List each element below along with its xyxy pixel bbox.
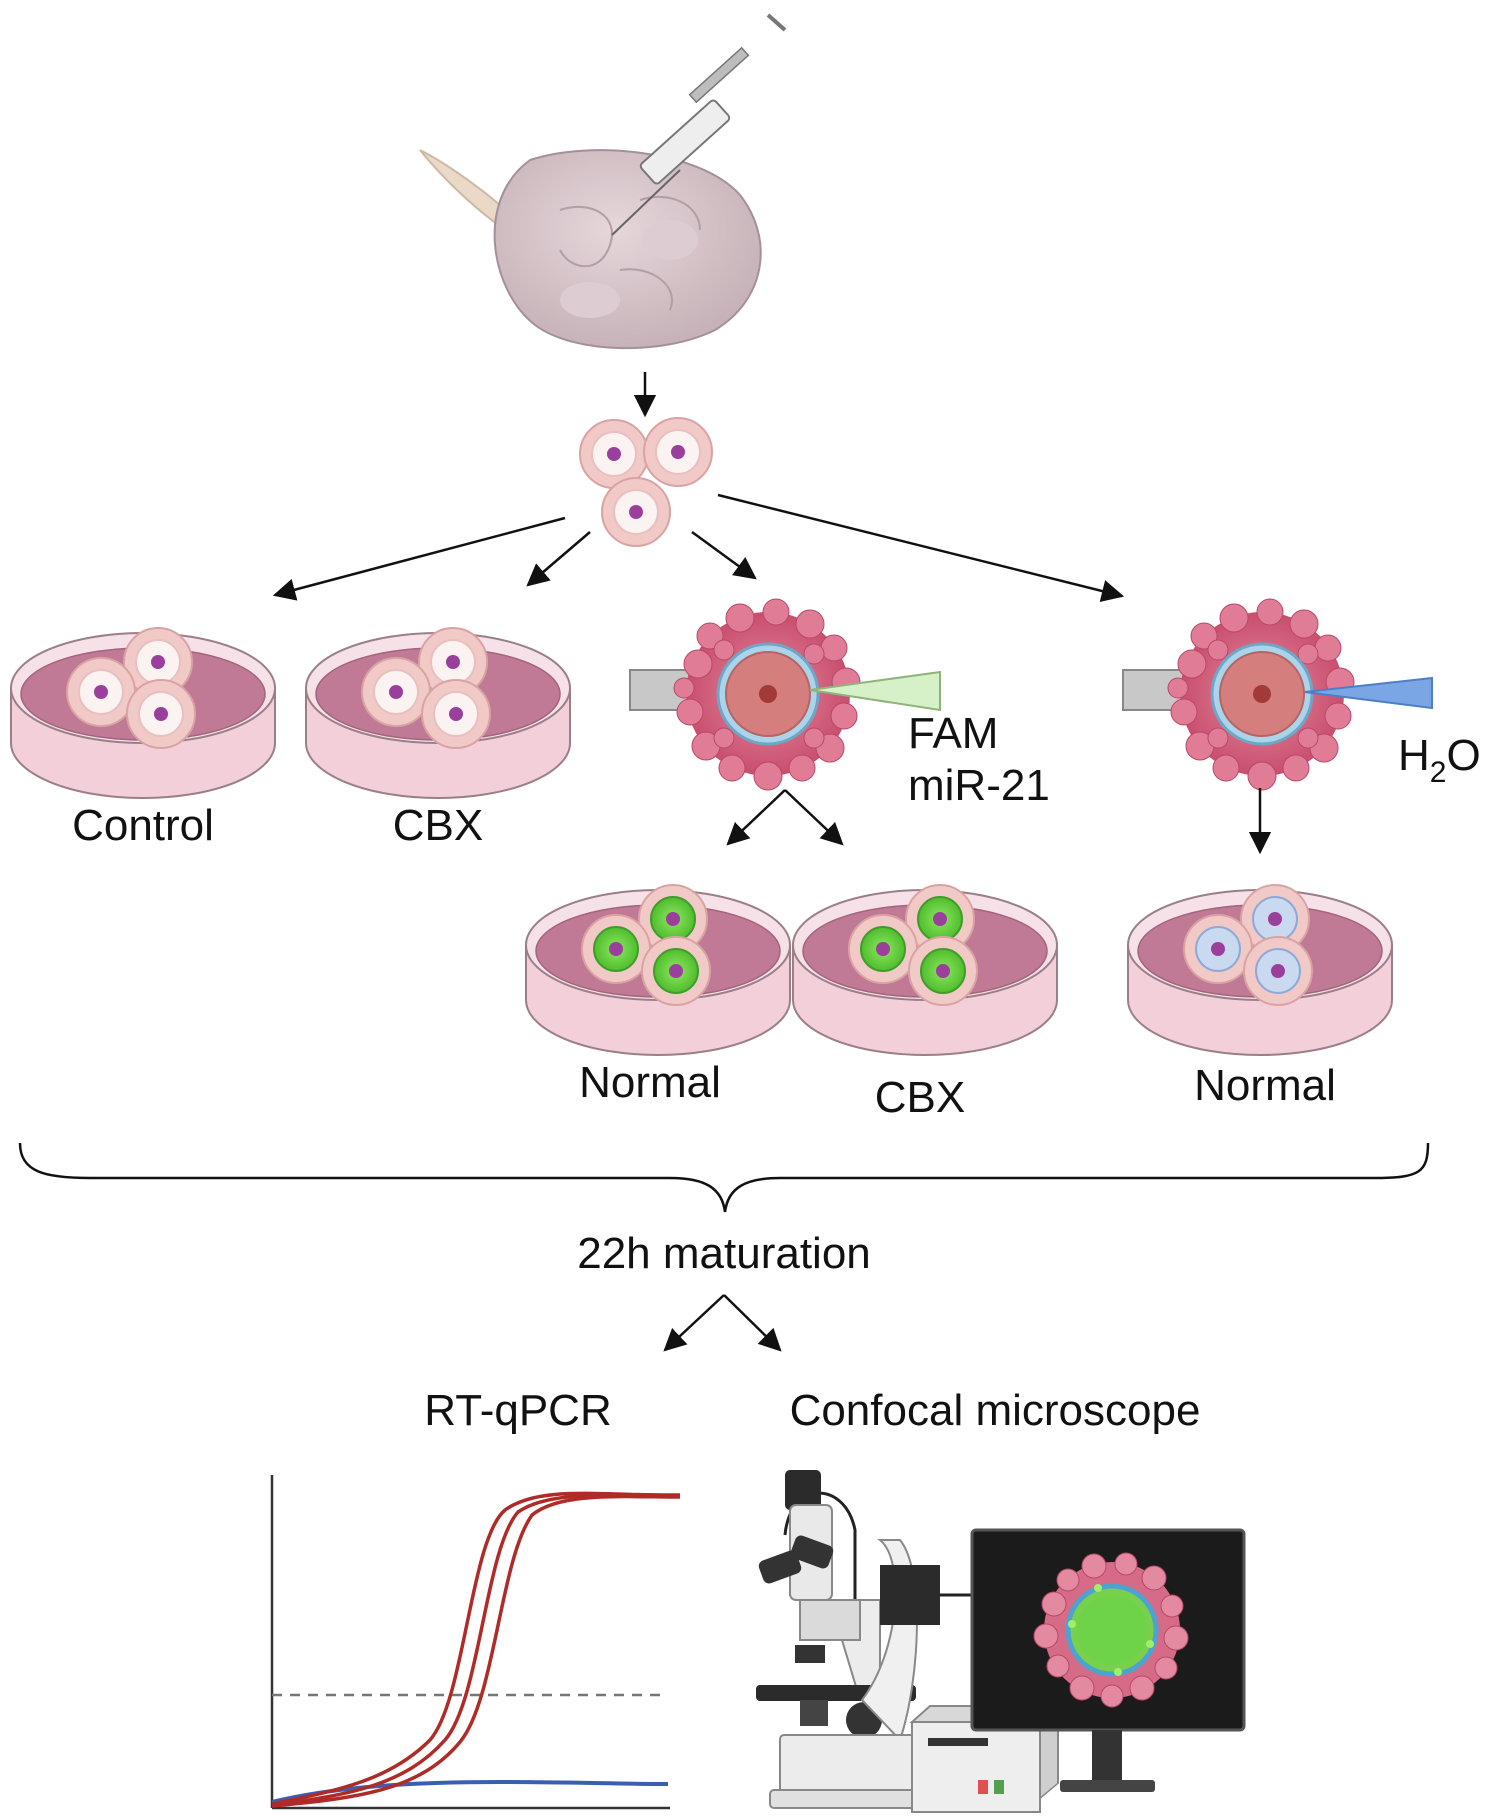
- label-maturation: 22h maturation: [577, 1229, 871, 1278]
- label-control: Control: [72, 801, 214, 850]
- syringe-icon: [611, 13, 787, 236]
- culture-dish-fam-normal: [525, 884, 791, 1056]
- culture-dish-cbx: [305, 627, 571, 799]
- label-fam: FAM: [908, 709, 998, 758]
- fam-split-arrows: [726, 789, 844, 846]
- label-h2o-h: H: [1398, 731, 1430, 780]
- ovary-icon: [419, 149, 762, 350]
- qpcr-curve-3: [271, 1494, 681, 1808]
- label-h2o-sub: 2: [1430, 756, 1447, 789]
- label-normal-fam: Normal: [579, 1058, 721, 1107]
- qpcr-curve-1: [271, 1491, 681, 1806]
- monitor-fluorescent-oocyte: [1033, 1552, 1189, 1708]
- label-h2o: H2O: [1398, 731, 1481, 789]
- label-confocal: Confocal microscope: [790, 1386, 1201, 1435]
- grouping-brace: [18, 1142, 1430, 1213]
- injection-needle-h2o: [1304, 676, 1433, 710]
- maturation-split-arrows: [663, 1294, 782, 1352]
- label-rtqpcr: RT-qPCR: [424, 1386, 611, 1435]
- label-mir21: miR-21: [908, 761, 1050, 810]
- monitor-icon: [970, 1528, 1246, 1792]
- label-cbx-fam: CBX: [875, 1073, 965, 1122]
- culture-dish-fam-cbx: [792, 884, 1058, 1056]
- injection-needle-fam: [809, 670, 941, 712]
- oocyte-cluster: [579, 417, 713, 547]
- cumulus-oocyte-fam: [672, 597, 862, 792]
- culture-dish-h2o-normal: [1127, 884, 1393, 1056]
- qpcr-amplification-plot: [270, 1475, 681, 1810]
- branch-arrows: [272, 493, 1125, 603]
- label-normal-h2o: Normal: [1194, 1061, 1336, 1110]
- qpcr-curve-2: [271, 1493, 681, 1807]
- culture-dish-control: [10, 627, 276, 799]
- microscope-icon: [756, 1470, 975, 1809]
- label-h2o-o: O: [1446, 731, 1480, 780]
- label-cbx-left: CBX: [393, 801, 483, 850]
